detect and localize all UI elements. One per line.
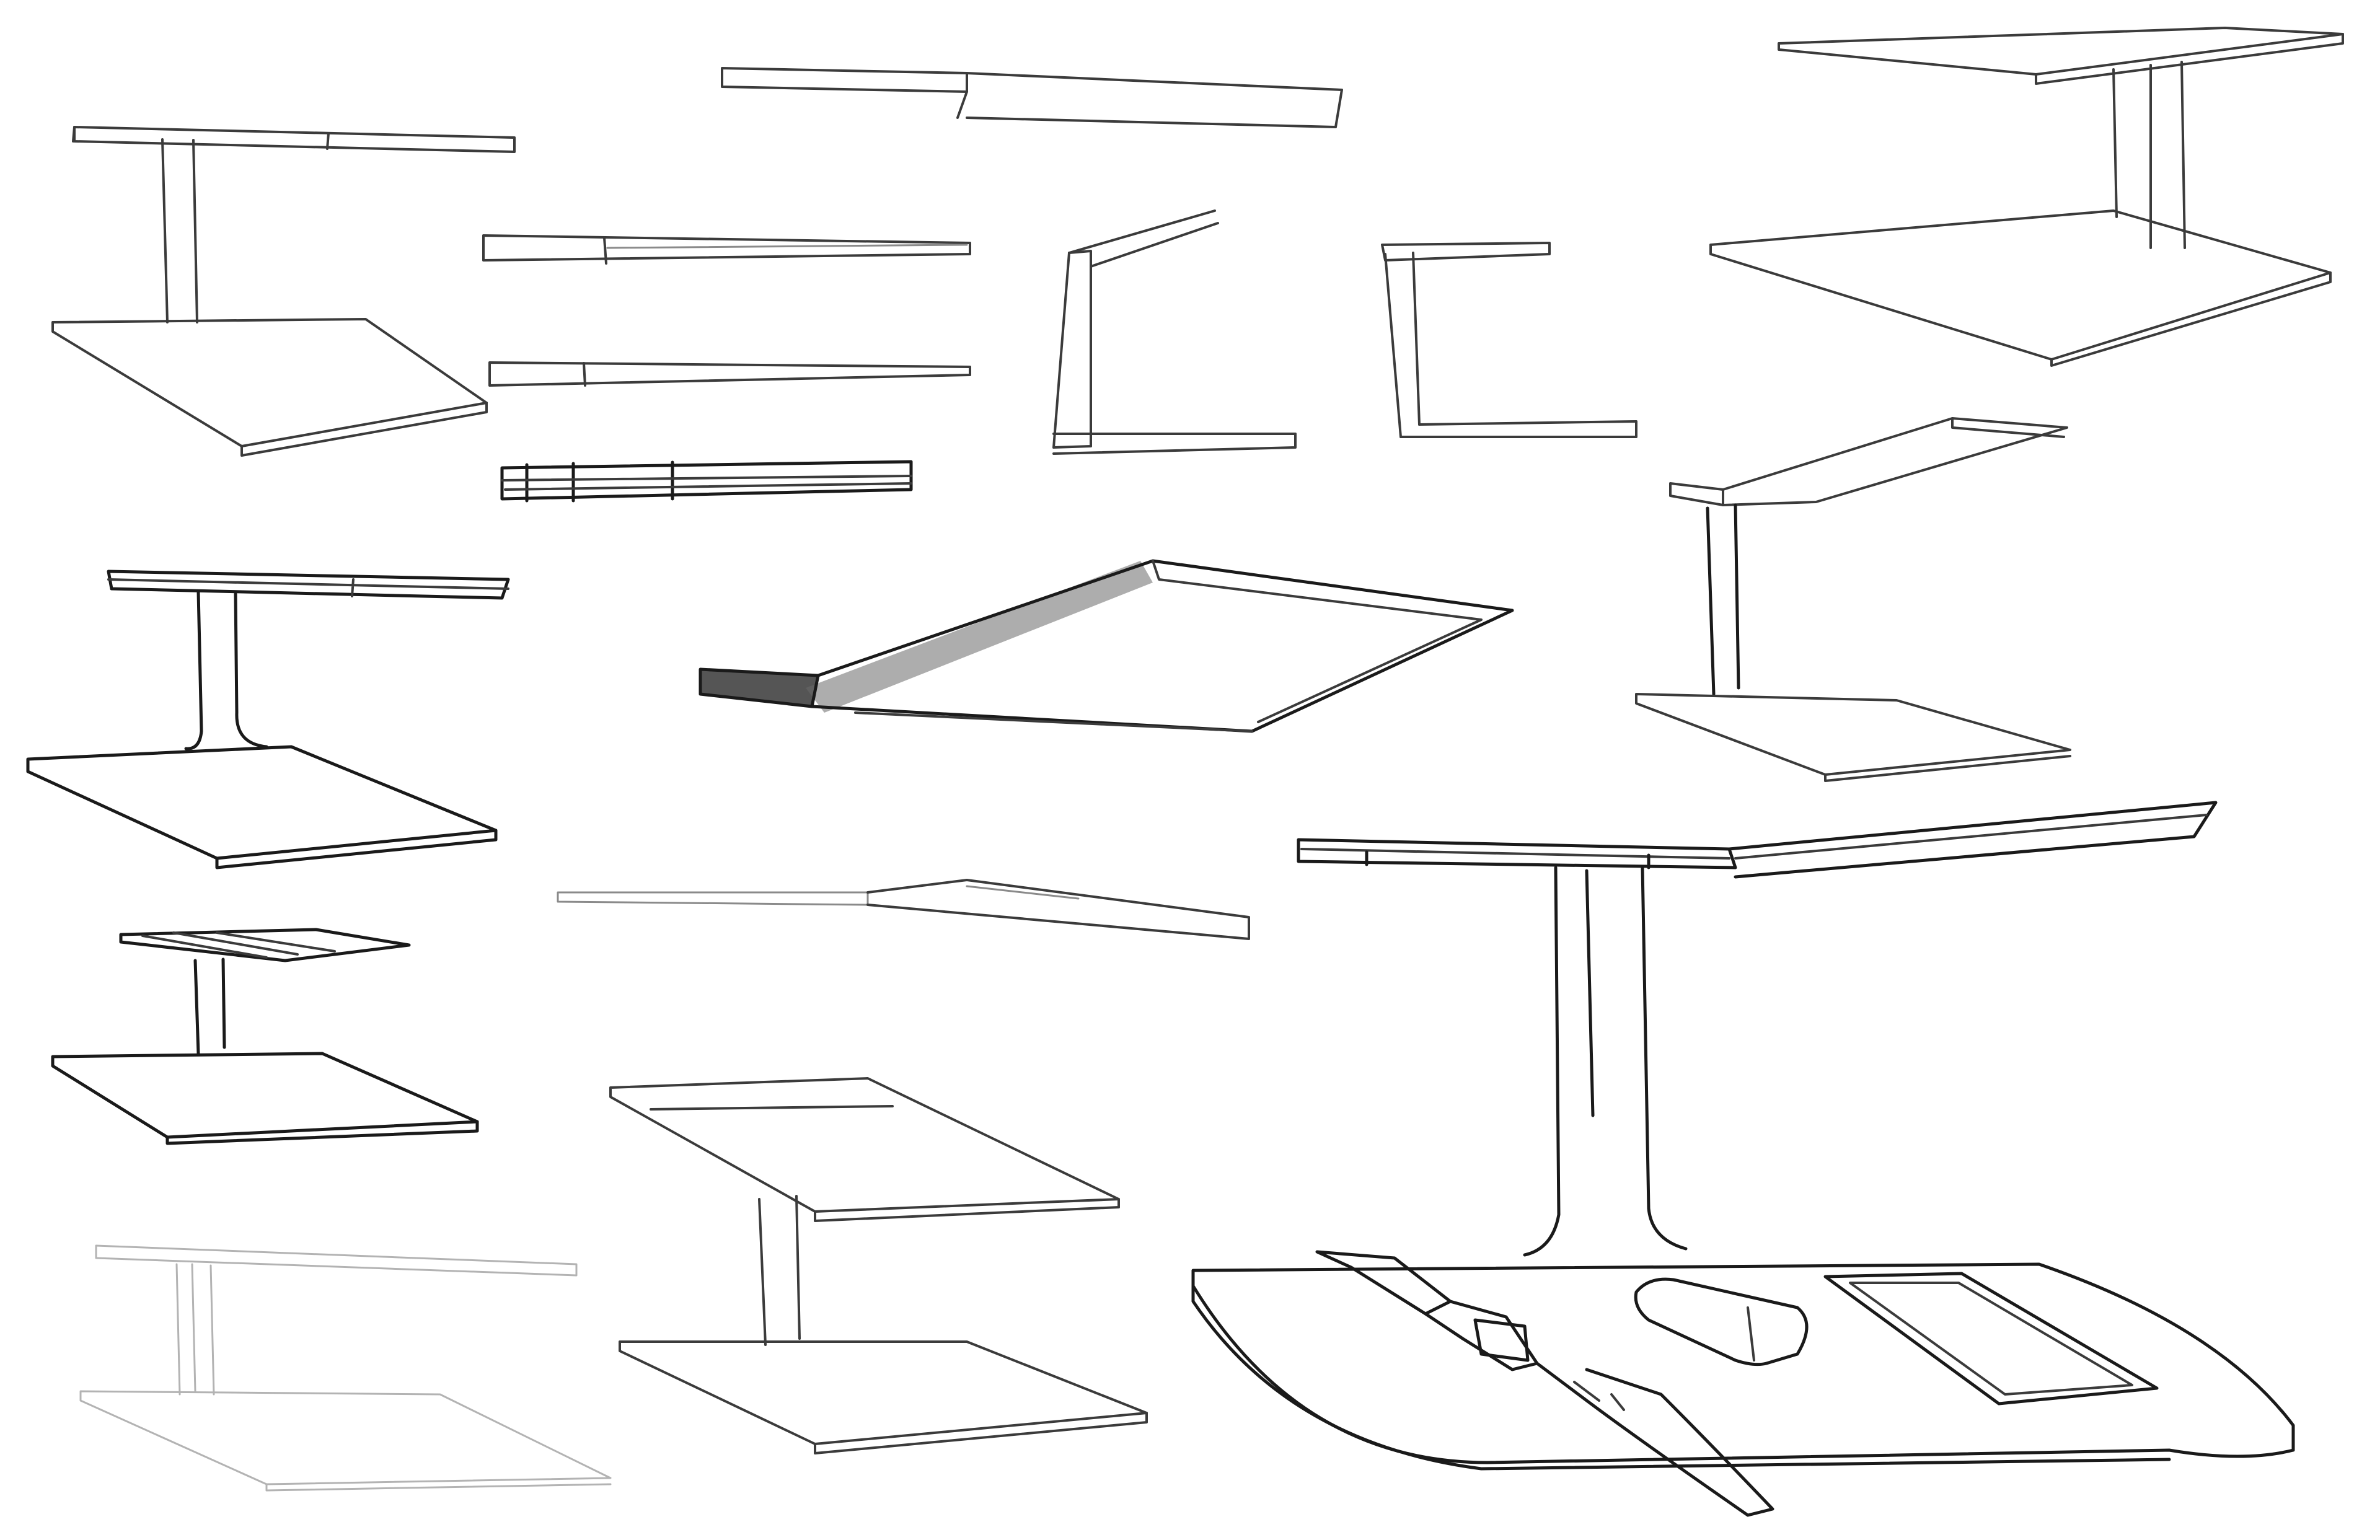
sketch-slab-top	[721, 67, 1343, 128]
sketch-tray-mid	[699, 559, 1514, 733]
sketch-stand-lower-center	[609, 1077, 1148, 1454]
sketch-stand-faint	[79, 1244, 612, 1492]
sketch-bar-2	[488, 361, 971, 387]
sketch-slab-mid	[557, 879, 1250, 940]
sketch-stand-top-left	[51, 126, 516, 457]
sketch-profile-1	[1052, 209, 1297, 455]
sketch-bar-3	[500, 460, 913, 503]
sketch-profile-2	[1381, 242, 1637, 438]
tray-sketch	[1823, 1272, 2159, 1406]
sketch-stand-mid-left	[26, 570, 510, 869]
sketch-stand-top-right	[1709, 27, 2344, 367]
sketch-stand-cantilever	[1635, 417, 2071, 782]
sketch-stand-small	[51, 928, 479, 1145]
watch-sketch	[1315, 1250, 1774, 1517]
phone-sketch	[1634, 1277, 1809, 1366]
sketch-stand-large	[1191, 801, 2295, 1517]
sketch-bar-1	[482, 234, 971, 265]
